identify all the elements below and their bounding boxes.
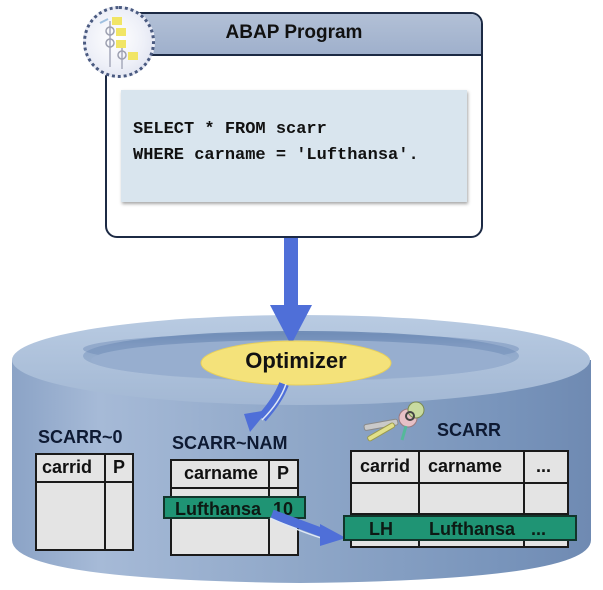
abap-program-window: ABAP Program SELECT * FROM scarr WHERE c… bbox=[105, 12, 483, 238]
table-header bbox=[37, 455, 132, 483]
table-header bbox=[172, 461, 297, 489]
keys-icon bbox=[363, 401, 425, 442]
highlighted-index-row: Lufthansa 10 bbox=[163, 496, 306, 519]
column-header: carname bbox=[428, 456, 503, 476]
cell-value: LH bbox=[369, 519, 393, 539]
optimizer-label: Optimizer bbox=[245, 348, 347, 373]
cell-value: ... bbox=[531, 519, 547, 539]
column-header: carrid bbox=[360, 456, 411, 476]
program-header: ABAP Program bbox=[107, 14, 481, 56]
index-name: SCARR~0 bbox=[38, 427, 123, 447]
column-header: ... bbox=[536, 456, 552, 476]
highlighted-table-row: LH Lufthansa ... bbox=[343, 515, 577, 541]
column-header: P bbox=[277, 463, 290, 483]
column-header: P bbox=[113, 457, 126, 477]
index-table-scarr-0: carrid P bbox=[35, 453, 134, 551]
program-title: ABAP Program bbox=[225, 22, 363, 43]
code-line: WHERE carname = 'Lufthansa'. bbox=[133, 146, 419, 165]
index-name: SCARR~NAM bbox=[172, 433, 288, 453]
cell-value: Lufthansa bbox=[175, 499, 262, 519]
code-line: SELECT * FROM scarr bbox=[133, 120, 327, 139]
column-header: carname bbox=[184, 463, 259, 483]
program-tree-icon bbox=[83, 6, 155, 78]
code-box: SELECT * FROM scarr WHERE carname = 'Luf… bbox=[121, 90, 467, 202]
cell-value: Lufthansa bbox=[429, 519, 516, 539]
column-header: carrid bbox=[42, 457, 93, 477]
table-name: SCARR bbox=[437, 420, 502, 440]
table-header bbox=[352, 452, 567, 484]
